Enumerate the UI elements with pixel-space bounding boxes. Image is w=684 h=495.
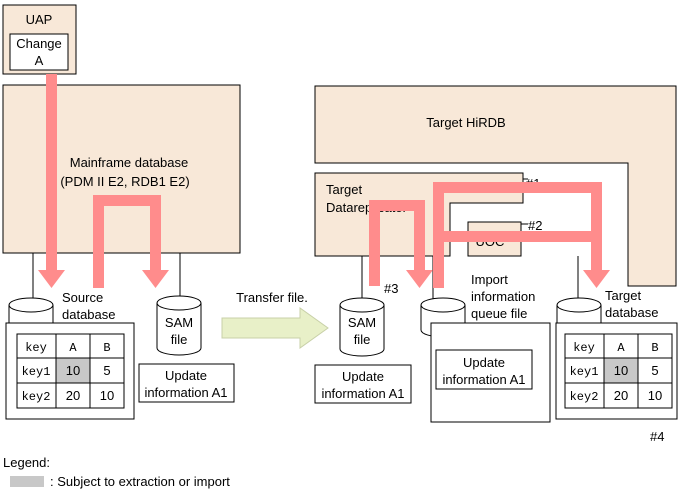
highlight-cell-target xyxy=(604,358,638,383)
source-database-label-2: database xyxy=(62,307,116,322)
header-key: key xyxy=(25,341,47,355)
transfer-arrow xyxy=(221,307,329,349)
uap-title: UAP xyxy=(26,12,53,27)
update-info-queue-label-2: information A1 xyxy=(442,372,525,387)
highlight-cell xyxy=(56,358,90,383)
legend-item: : Subject to extraction or import xyxy=(50,474,230,489)
target-hirdb-label: Target HiRDB xyxy=(426,115,505,130)
update-info-right-box xyxy=(314,364,412,404)
update-info-right-label-2: information A1 xyxy=(321,386,404,401)
target-table: key A B key1 10 5 key2 20 10 xyxy=(555,322,678,420)
extraction-arrows-left xyxy=(38,74,169,288)
import-queue-label-3: queue file xyxy=(471,306,527,321)
source-table: key A B key1 10 5 key2 20 10 xyxy=(5,322,135,420)
sam-file-left-label-2: file xyxy=(171,332,188,347)
cell-key1-b: 5 xyxy=(103,363,110,378)
cell-key1: key1 xyxy=(22,365,51,379)
t-cell-key1-b: 5 xyxy=(651,363,658,378)
change-label: Change xyxy=(16,36,62,51)
target-database-label: Target xyxy=(605,288,642,303)
cell-key1-a: 10 xyxy=(66,363,80,378)
transfer-label: Transfer file. xyxy=(236,290,308,305)
uap-box: UAP Change A xyxy=(2,4,77,75)
mainframe-label: Mainframe database xyxy=(70,155,189,170)
note-4: #4 xyxy=(650,429,664,444)
legend-title: Legend: xyxy=(3,455,50,470)
legend-swatch xyxy=(10,476,44,487)
target-hirdb-box xyxy=(314,85,677,287)
import-queue-label: Import xyxy=(471,272,508,287)
mainframe-database-box: Mainframe database (PDM II E2, RDB1 E2) xyxy=(2,84,241,254)
t-cell-key1: key1 xyxy=(570,365,599,379)
change-a-box xyxy=(9,33,69,71)
t-header-a: A xyxy=(617,341,625,355)
cell-key2: key2 xyxy=(22,390,51,404)
update-info-right-label: Update xyxy=(342,369,384,384)
update-info-left-box xyxy=(138,363,235,403)
update-info-queue-label: Update xyxy=(463,355,505,370)
note-3: #3 xyxy=(384,281,398,296)
sam-file-left-cylinder xyxy=(156,295,202,356)
t-cell-key2: key2 xyxy=(570,390,599,404)
import-arrows-right xyxy=(369,182,610,288)
import-queue-label-2: information xyxy=(471,289,535,304)
t-cell-key2-a: 20 xyxy=(614,388,628,403)
cell-key2-b: 10 xyxy=(100,388,114,403)
t-header-b: B xyxy=(651,341,658,355)
source-database-label: Source xyxy=(62,290,103,305)
t-cell-key1-a: 10 xyxy=(614,363,628,378)
t-cell-key2-b: 10 xyxy=(648,388,662,403)
cell-key2-a: 20 xyxy=(66,388,80,403)
sam-file-right-cylinder xyxy=(339,297,385,357)
note-2: #2 xyxy=(528,218,542,233)
sam-file-right-label-2: file xyxy=(354,332,371,347)
header-b: B xyxy=(103,341,110,355)
datareplicator-label: Target xyxy=(326,182,363,197)
target-database-label-2: database xyxy=(605,305,659,320)
sam-file-right-label: SAM xyxy=(348,315,376,330)
update-info-queue-box xyxy=(435,349,533,390)
change-a-label: A xyxy=(35,53,44,68)
sam-file-left-label: SAM xyxy=(165,315,193,330)
header-a: A xyxy=(69,341,77,355)
t-header-key: key xyxy=(573,341,595,355)
mainframe-sublabel: (PDM II E2, RDB1 E2) xyxy=(60,174,189,189)
update-info-left-label-2: information A1 xyxy=(144,385,227,400)
update-info-left-label: Update xyxy=(165,368,207,383)
